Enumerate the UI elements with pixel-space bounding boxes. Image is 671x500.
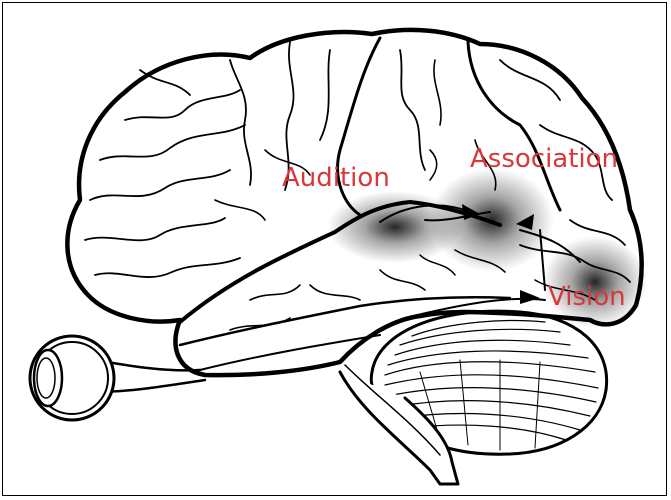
audition-label: Audition: [282, 165, 390, 191]
vision-label: Vision: [548, 284, 626, 310]
association-label: Association: [470, 146, 618, 172]
eye-icon: [30, 336, 114, 420]
arrow-head-vision: [520, 290, 540, 304]
